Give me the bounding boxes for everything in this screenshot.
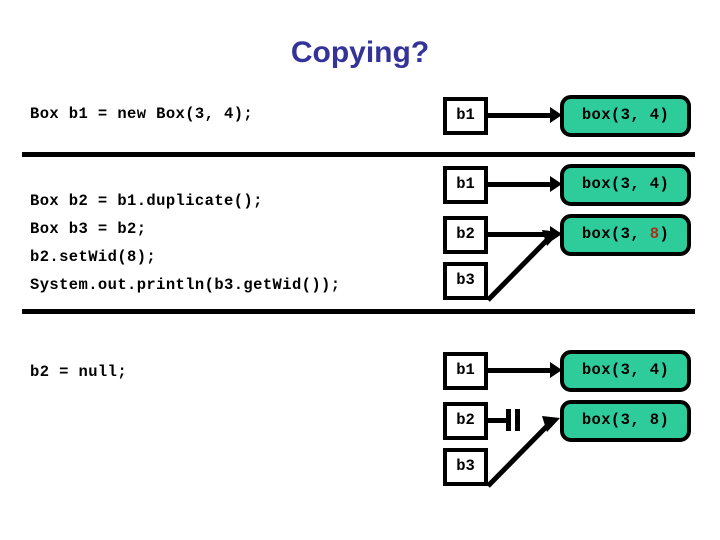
variable-box-b3-section3: b3 <box>443 448 488 486</box>
diagonal-pointer-b3-section2 <box>486 230 560 302</box>
pointer-line-b1-section1 <box>488 113 553 118</box>
object-text-prefix: box(3, <box>581 106 650 125</box>
diagonal-pointer-b3-section3 <box>486 416 560 488</box>
object-text-prefix: box(3, <box>581 411 650 430</box>
arrow-head-icon <box>550 362 562 378</box>
object-box-1a: box(3, 4) <box>560 95 691 137</box>
object-box-3a: box(3, 4) <box>560 350 691 392</box>
object-box-2a: box(3, 4) <box>560 164 691 206</box>
variable-box-b2-section3: b2 <box>443 402 488 440</box>
variable-label: b3 <box>456 271 475 290</box>
code-block-2: Box b2 = b1.duplicate(); Box b3 = b2; b2… <box>30 192 341 294</box>
object-text-suffix: ) <box>659 175 670 194</box>
page-title: Copying? <box>290 36 430 69</box>
section-divider-2 <box>22 309 695 314</box>
variable-box-b1-section3: b1 <box>443 352 488 390</box>
variable-label: b1 <box>456 106 475 125</box>
code-block-1: Box b1 = new Box(3, 4); <box>30 105 254 123</box>
variable-box-b3-section2: b3 <box>443 262 488 300</box>
variable-box-b1-section1: b1 <box>443 97 488 135</box>
object-box-3b: box(3, 8) <box>560 400 691 442</box>
variable-label: b2 <box>456 411 475 430</box>
code-block-3: b2 = null; <box>30 363 128 381</box>
arrow-head-icon <box>550 176 562 192</box>
variable-box-b2-section2: b2 <box>443 216 488 254</box>
object-box-2b: box(3, 8) <box>560 214 691 256</box>
null-terminator-icon <box>515 409 520 431</box>
object-text-prefix: box(3, <box>581 361 650 380</box>
variable-label: b1 <box>456 361 475 380</box>
null-terminator-icon <box>506 409 511 431</box>
object-text-value: 4 <box>649 106 660 125</box>
arrow-head-icon <box>550 107 562 123</box>
object-text-suffix: ) <box>659 225 670 244</box>
pointer-line-b1-section3 <box>488 368 553 373</box>
object-text-value: 4 <box>649 361 660 380</box>
section-divider-1 <box>22 152 695 157</box>
object-text-value: 8 <box>649 411 660 430</box>
object-text-suffix: ) <box>659 411 670 430</box>
variable-label: b1 <box>456 175 475 194</box>
variable-box-b1-section2: b1 <box>443 166 488 204</box>
object-text-value: 8 <box>649 225 660 244</box>
object-text-suffix: ) <box>659 361 670 380</box>
object-text-suffix: ) <box>659 106 670 125</box>
null-pointer-stem <box>488 418 507 423</box>
object-text-prefix: box(3, <box>581 225 650 244</box>
variable-label: b3 <box>456 457 475 476</box>
object-text-prefix: box(3, <box>581 175 650 194</box>
object-text-value: 4 <box>649 175 660 194</box>
pointer-line-b2-section2 <box>488 232 553 237</box>
pointer-line-b1-section2 <box>488 182 553 187</box>
variable-label: b2 <box>456 225 475 244</box>
